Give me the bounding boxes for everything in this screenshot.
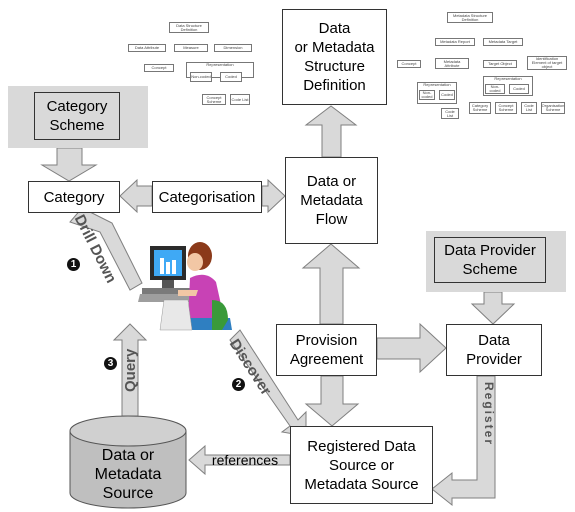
marker-2: 2 xyxy=(232,378,245,391)
arrow-categorisation xyxy=(119,178,153,214)
arrow-provision-to-flow xyxy=(301,243,361,325)
category-scheme-frame: Category Scheme xyxy=(8,86,148,148)
arrow-provision-to-registered xyxy=(304,375,360,427)
thumb-left-0: Data Structure Definition xyxy=(169,22,209,33)
provision-agreement-box: Provision Agreement xyxy=(276,324,377,376)
structure-definition-box: Data or Metadata Structure Definition xyxy=(282,9,387,105)
thumbnail-data-structure: Data Structure Definition Data Attribute… xyxy=(124,18,266,108)
registered-source-box: Registered Data Source or Metadata Sourc… xyxy=(290,426,433,504)
thumb-right-5: Target Object xyxy=(483,60,517,68)
thumb-right-14: Category Scheme xyxy=(469,102,491,114)
arrow-references xyxy=(188,444,291,476)
thumb-left-7: Coded xyxy=(220,72,242,82)
provider-scheme-box: Data Provider Scheme xyxy=(434,237,546,283)
thumb-right-13: Code List xyxy=(441,108,459,119)
thumb-right-3: Concept xyxy=(397,60,421,68)
flow-box: Data or Metadata Flow xyxy=(285,157,378,244)
marker-3: 3 xyxy=(104,357,117,370)
thumb-right-1: Metadata Report xyxy=(435,38,475,46)
thumb-right-12: Coded xyxy=(509,84,529,94)
arrow-provision-to-provider xyxy=(376,322,447,374)
references-label: references xyxy=(211,452,279,468)
thumb-right-16: Code List xyxy=(521,102,537,114)
arrow-flow-to-structure xyxy=(304,105,358,158)
provider-scheme-frame: Data Provider Scheme xyxy=(426,231,566,292)
thumb-left-8: Concept Scheme xyxy=(202,94,226,105)
arrow-pscheme-to-provider xyxy=(470,291,516,325)
arrow-drill xyxy=(69,207,143,291)
thumb-right-0: Metadata Structure Definition xyxy=(447,12,493,23)
thumb-right-6: Identification Element of target object xyxy=(527,56,567,70)
arrow-scheme-to-category xyxy=(40,147,98,182)
category-scheme-box: Category Scheme xyxy=(34,92,120,140)
categorisation-box: Categorisation xyxy=(152,181,262,213)
thumb-right-9: Non-coded xyxy=(419,90,435,100)
thumb-right-10: Coded xyxy=(439,90,455,100)
cylinder-shape xyxy=(69,415,187,509)
category-box: Category xyxy=(28,181,120,213)
thumb-right-17: Organisation Scheme xyxy=(541,102,565,114)
thumb-right-2: Metadata Target xyxy=(483,38,523,46)
thumb-right-11: Non-coded xyxy=(485,84,505,94)
thumb-left-3: Dimension xyxy=(214,44,252,52)
data-provider-box: Data Provider xyxy=(446,324,542,376)
person-at-computer-illustration xyxy=(138,242,232,331)
register-label: Register xyxy=(482,382,496,447)
thumb-right-15: Concept Scheme xyxy=(495,102,517,114)
arrow-categorisation-right xyxy=(261,178,286,214)
arrow-register xyxy=(431,375,496,507)
thumb-left-2: Measure xyxy=(174,44,208,52)
thumb-left-4: Concept xyxy=(144,64,174,72)
arrow-discover xyxy=(229,329,307,437)
data-source-label: Data or Metadata Source xyxy=(94,447,162,502)
arrow-query xyxy=(112,323,148,417)
thumb-left-9: Code List xyxy=(230,94,250,105)
thumbnail-metadata-structure: Metadata Structure Definition Metadata R… xyxy=(395,10,567,122)
thumb-right-4: Metadata Attribute xyxy=(435,58,469,69)
thumb-left-1: Data Attribute xyxy=(128,44,166,52)
thumb-left-6: Non-coded xyxy=(190,72,212,82)
marker-1: 1 xyxy=(67,258,80,271)
query-label: Query xyxy=(122,348,139,392)
